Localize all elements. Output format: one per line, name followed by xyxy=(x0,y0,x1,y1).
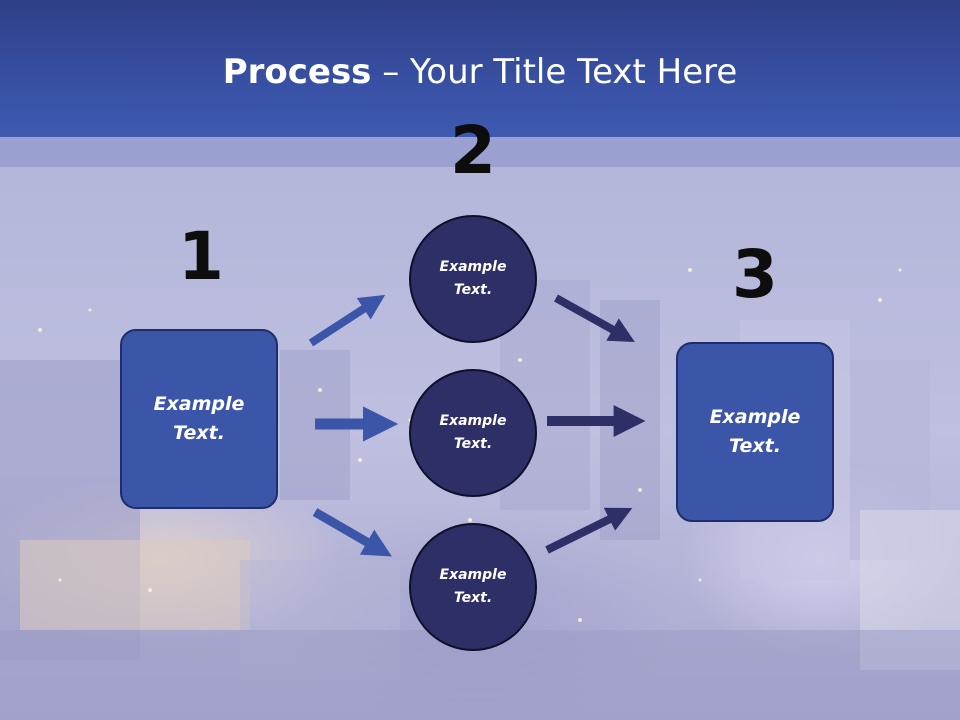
arrow-box-to-top-circle xyxy=(308,294,386,347)
arrow-box-to-bottom-circle xyxy=(312,508,392,557)
step-number-1: 1 xyxy=(178,218,224,295)
top-circle-label: Example Text. xyxy=(439,259,507,298)
arrow-bottom-circle-to-box xyxy=(545,507,633,554)
title-bold: Process xyxy=(222,52,372,92)
title-underband xyxy=(0,137,960,167)
left-process-box: Example Text. xyxy=(120,329,278,509)
left-box-label: Example Text. xyxy=(153,393,245,444)
slide-title: Process – Your Title Text Here xyxy=(0,52,960,92)
title-banner xyxy=(0,0,960,137)
top-circle: Example Text. xyxy=(409,215,537,343)
right-process-box: Example Text. xyxy=(676,342,834,522)
step-number-3: 3 xyxy=(732,236,778,313)
step-number-2: 2 xyxy=(450,112,496,189)
middle-circle: Example Text. xyxy=(409,369,537,497)
bottom-circle: Example Text. xyxy=(409,523,537,651)
arrow-top-circle-to-box xyxy=(554,294,635,342)
right-box-label: Example Text. xyxy=(709,406,801,457)
title-rest: – Your Title Text Here xyxy=(371,52,738,92)
middle-circle-label: Example Text. xyxy=(439,413,507,452)
bottom-circle-label: Example Text. xyxy=(439,567,507,606)
